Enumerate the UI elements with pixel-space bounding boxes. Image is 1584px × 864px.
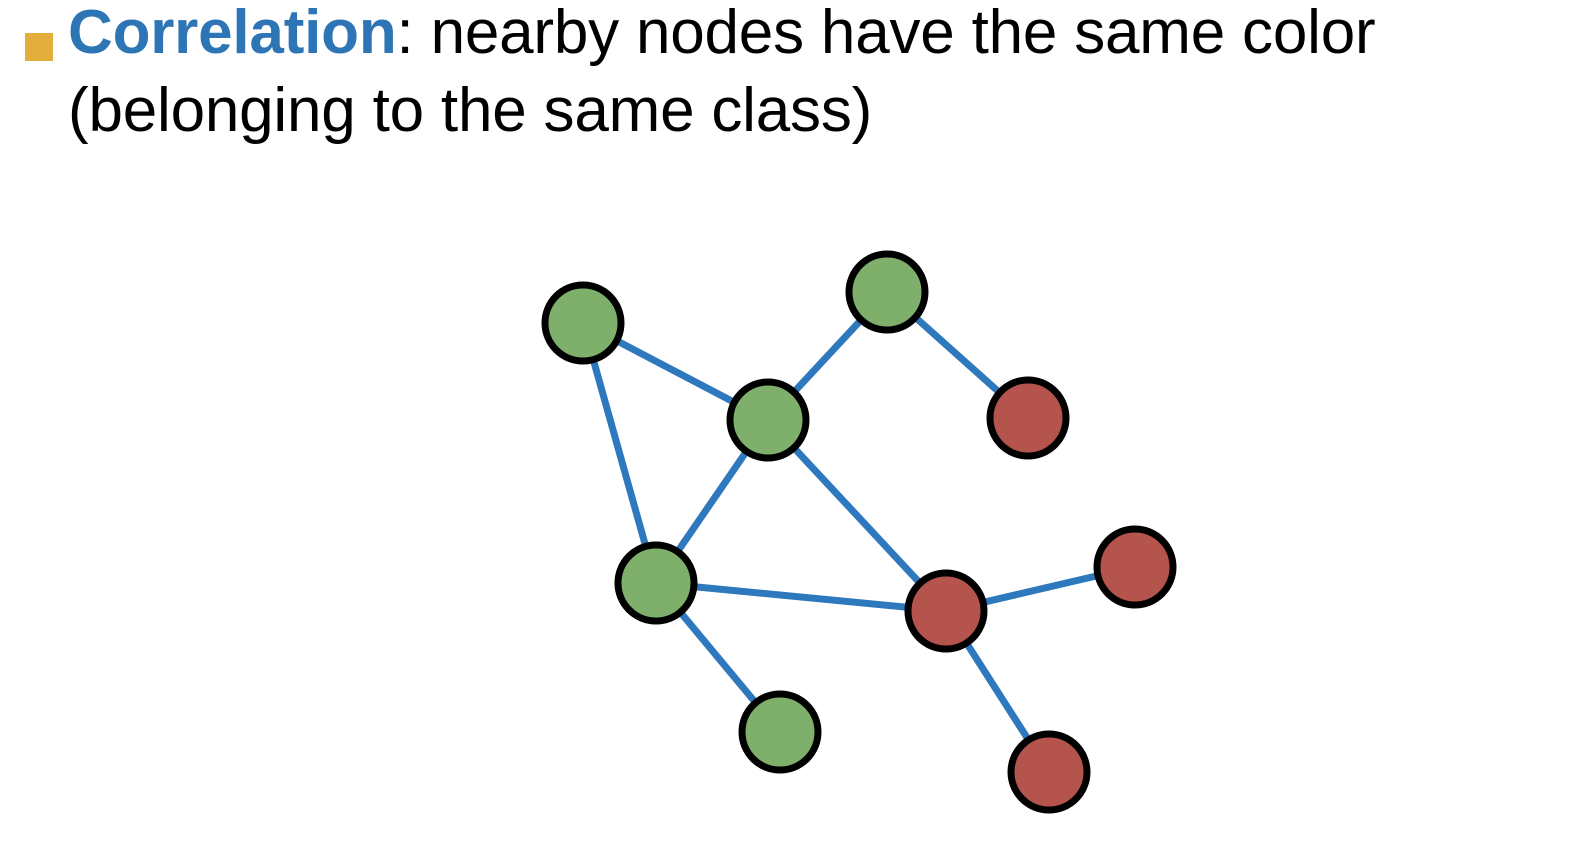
graph-diagram	[541, 250, 1177, 814]
graph-node-g4	[614, 541, 698, 625]
graph-edge	[579, 319, 660, 587]
graph-node-layer	[541, 250, 1177, 814]
graph-node-g1	[541, 281, 625, 365]
graph-node-r3	[904, 569, 988, 653]
graph-node-r2	[1093, 525, 1177, 609]
graph-node-g2	[845, 250, 929, 334]
bullet-paragraph: Correlation: nearby nodes have the same …	[0, 0, 1584, 200]
graph-node-g5	[738, 690, 822, 774]
graph-node-r1	[986, 376, 1070, 460]
bullet-text: Correlation: nearby nodes have the same …	[68, 0, 1568, 150]
square-bullet-icon	[25, 33, 53, 61]
graph-node-r4	[1007, 730, 1091, 814]
graph-edge	[764, 416, 950, 615]
bullet-rest-text: : nearby nodes have the same color (belo…	[68, 0, 1376, 145]
graph-node-g3	[726, 378, 810, 462]
graph-edge-layer	[579, 288, 1139, 776]
graph-edge	[652, 579, 950, 615]
bullet-keyword: Correlation	[68, 0, 397, 67]
graph-figure	[0, 196, 1584, 864]
